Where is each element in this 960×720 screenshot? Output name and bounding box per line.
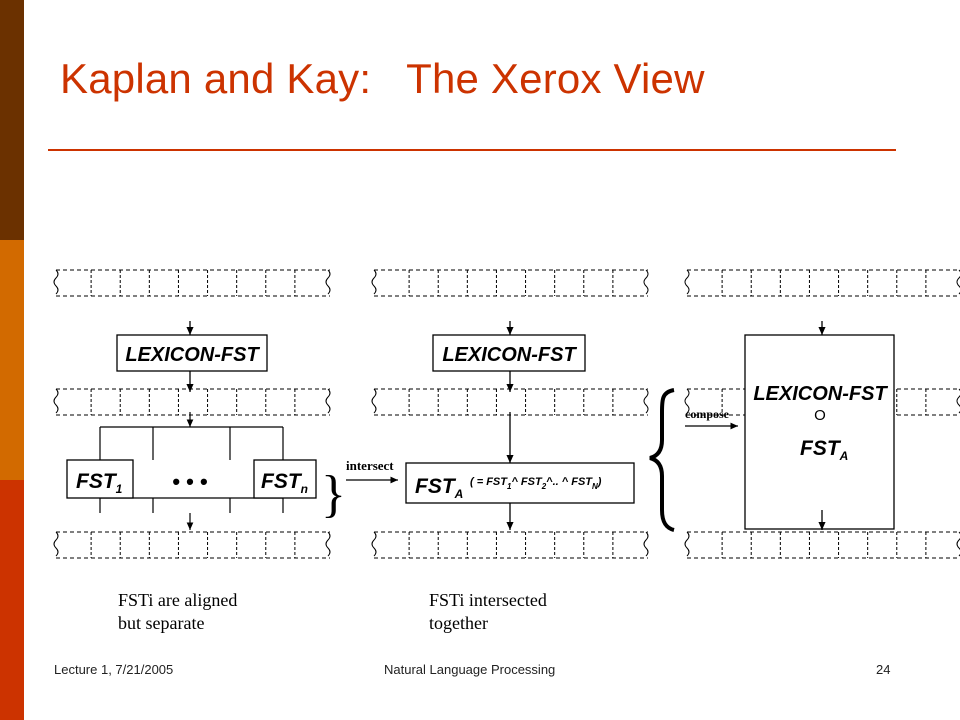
tape-row xyxy=(371,269,649,297)
fst-1-label: FST1 xyxy=(76,470,123,496)
footer-course: Natural Language Processing xyxy=(384,662,556,677)
lexicon-fst-box-1 xyxy=(116,334,268,372)
caption-intersected-line1: FSTi intersected xyxy=(429,590,547,610)
compose-label: compose xyxy=(685,407,730,421)
caption-aligned-line2: but separate xyxy=(118,613,205,633)
caption-aligned-line1: FSTi are aligned xyxy=(118,590,238,610)
panel-2-intersected: LEXICON-FST FSTA ( = FST1^ FST2^.. ^ FST… xyxy=(405,321,675,532)
tape-row xyxy=(684,269,960,297)
compose-symbol: O xyxy=(814,407,826,424)
side-bar-dark xyxy=(0,0,24,240)
fst-n-box xyxy=(253,459,317,499)
lexicon-fst-box-2 xyxy=(432,334,586,372)
caption-aligned: FSTi are aligned but separate xyxy=(118,589,237,635)
tape-row xyxy=(53,388,331,416)
composed-box xyxy=(744,334,895,530)
ellipsis-dots: • • • xyxy=(172,469,207,494)
lexicon-fst-label-2: LEXICON-FST xyxy=(442,344,577,366)
intersect-label: intersect xyxy=(346,458,394,473)
tape-row xyxy=(53,531,331,559)
panel-3-composed: LEXICON-FST O FSTA xyxy=(744,321,895,530)
footer-lecture: Lecture 1, 7/21/2005 xyxy=(54,662,174,677)
title-right: The Xerox View xyxy=(406,55,705,102)
side-bar-orange xyxy=(0,240,24,480)
tape-row xyxy=(371,388,649,416)
side-bar-red xyxy=(0,480,24,720)
intersection-formula: ( = FST1^ FST2^.. ^ FSTN) xyxy=(470,476,602,491)
footer-page-number: 24 xyxy=(876,662,891,677)
lexicon-fst-label-3: LEXICON-FST xyxy=(753,383,888,405)
tape-row xyxy=(684,531,960,559)
brace-right-1: } xyxy=(321,466,346,523)
tape-row xyxy=(53,269,331,297)
caption-intersected: FSTi intersected together xyxy=(429,589,547,635)
tape-row xyxy=(371,531,649,559)
panel-1-aligned: LEXICON-FST FST1 • • • FSTn } xyxy=(66,321,346,530)
title-left: Kaplan and Kay: xyxy=(60,55,372,102)
tapes-group xyxy=(53,269,960,559)
fst-1-box xyxy=(66,459,134,499)
fst-a-intersect-box xyxy=(405,462,635,504)
slide-title: Kaplan and Kay: The Xerox View xyxy=(60,55,705,103)
lexicon-fst-label-1: LEXICON-FST xyxy=(125,344,260,366)
brace-large xyxy=(649,388,675,532)
fst-a-label: FSTA xyxy=(415,475,463,501)
caption-intersected-line2: together xyxy=(429,613,488,633)
fst-a-label-3: FSTA xyxy=(800,437,848,463)
fst-n-label: FSTn xyxy=(261,470,308,496)
title-underline xyxy=(48,149,896,151)
